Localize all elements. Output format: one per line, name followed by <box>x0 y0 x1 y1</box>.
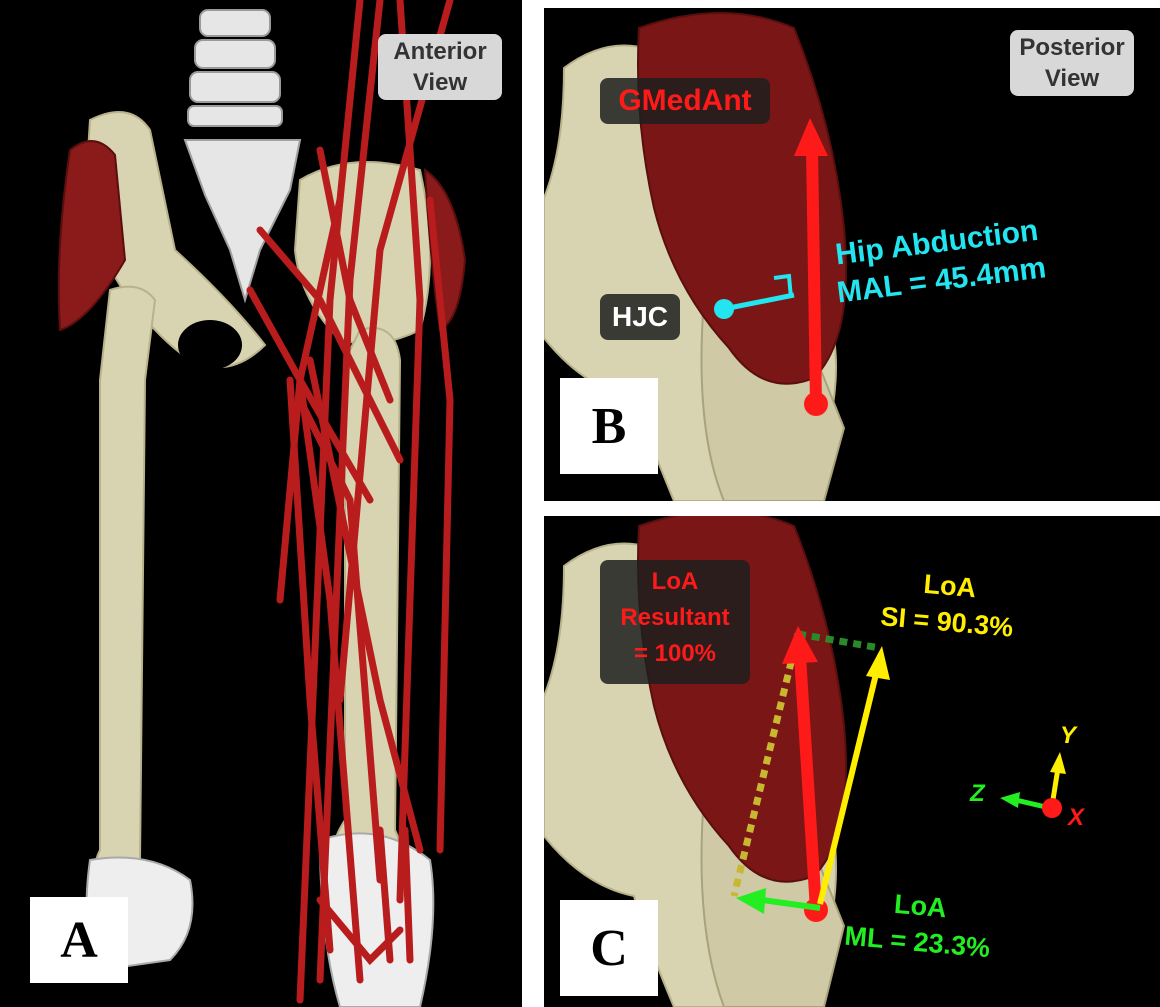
lumbar-spine <box>188 10 282 126</box>
view-label-line-2: View <box>1018 63 1126 94</box>
muscle-insertion-point <box>804 392 828 416</box>
posterior-view-label: Posterior View <box>1010 30 1134 96</box>
right-gluteus-medius <box>425 170 465 330</box>
anterior-view-label: Anterior View <box>378 34 502 100</box>
view-label-line-2: View <box>386 67 494 98</box>
view-label-line-1: Posterior <box>1018 32 1126 63</box>
resultant-label: LoA Resultant = 100% <box>600 560 750 684</box>
si-arrowhead <box>866 646 890 680</box>
panel-letter-a: A <box>30 897 128 983</box>
view-label-line-1: Anterior <box>386 36 494 67</box>
hjc-label: HJC <box>600 294 680 340</box>
z-axis-label: Z <box>970 780 985 808</box>
resultant-label-line-2: Resultant <box>600 600 750 636</box>
anterior-skeleton-illustration <box>0 0 522 1007</box>
panel-b-posterior-view: Posterior View GMedAnt HJC Hip Abduction… <box>544 8 1160 501</box>
y-axis-arrowhead <box>1050 752 1066 774</box>
x-axis-origin <box>1042 798 1062 818</box>
panel-letter-b: B <box>560 378 658 474</box>
resultant-label-line-1: LoA <box>600 564 750 600</box>
hip-joint-center <box>714 299 734 319</box>
si-component-label: LoA SI = 90.3% <box>879 562 1018 645</box>
muscle-label-gmedant: GMedAnt <box>600 78 770 124</box>
panel-letter-c: C <box>560 900 658 996</box>
left-femur <box>95 287 155 890</box>
y-axis-label: Y <box>1060 722 1076 750</box>
z-axis-arrowhead <box>1000 792 1020 808</box>
panel-c-line-of-action: LoA Resultant = 100% LoA SI = 90.3% LoA … <box>544 516 1160 1007</box>
muscle-line-of-action <box>812 148 816 404</box>
panel-a-anterior-view: Anterior View A <box>0 0 522 1007</box>
resultant-label-line-3: = 100% <box>600 636 750 672</box>
ml-component-label: LoA ML = 23.3% <box>843 882 995 966</box>
x-axis-label: X <box>1068 804 1084 832</box>
